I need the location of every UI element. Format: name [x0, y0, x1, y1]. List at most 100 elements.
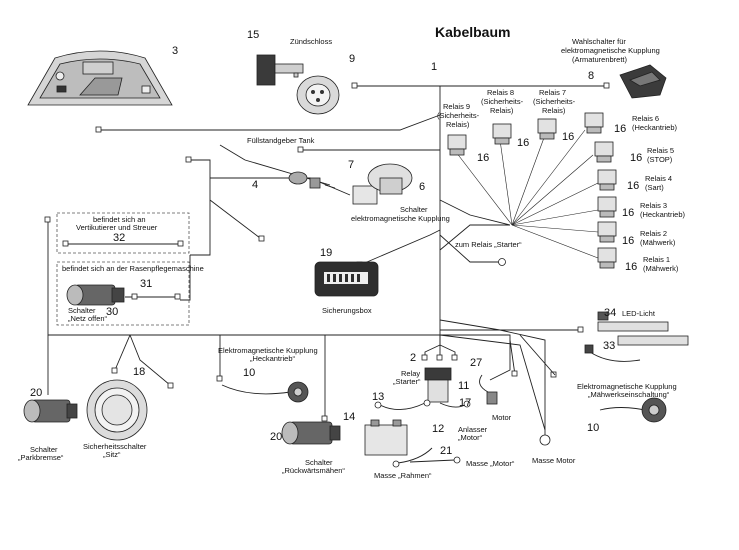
fuse-box	[314, 261, 379, 297]
relay-9	[447, 134, 467, 156]
relay-3	[597, 196, 617, 218]
callout-8: 8	[588, 70, 594, 82]
callout-15: 15	[247, 29, 259, 41]
label-rueck-2: „Rückwärtsmähen“	[282, 466, 345, 475]
label-relais3-2: (Heckantrieb)	[640, 210, 686, 219]
seat-safety-switch	[86, 379, 148, 441]
label-park-1: Schalter	[30, 445, 58, 454]
clutch-switch	[352, 163, 413, 205]
label-emk-heck-1: Elektromagnetische Kupplung	[218, 346, 318, 355]
label-motor: Motor	[492, 413, 512, 422]
callout-16-relais2: 16	[622, 235, 634, 247]
callout-18: 18	[133, 366, 145, 378]
label-relay-starter-2: „Starter“	[393, 377, 421, 386]
label-masse-motor-1: Masse „Motor“	[466, 459, 515, 468]
fuel-level-sensor	[219, 144, 336, 189]
callout-34: 34	[604, 307, 616, 319]
callout-13: 13	[372, 391, 384, 403]
label-masse-rahmen: Masse „Rahmen“	[374, 471, 432, 480]
callout-4: 4	[252, 179, 258, 191]
relay-6	[584, 112, 604, 134]
callout-27: 27	[470, 357, 482, 369]
instrument-panel	[27, 50, 173, 106]
label-relais8-2: (Sicherheits-	[481, 97, 524, 106]
label-relais6-1: Relais 6	[632, 114, 659, 123]
callout-16-relais4: 16	[627, 180, 639, 192]
diagram-title: Kabelbaum	[435, 24, 510, 40]
callout-3: 3	[172, 45, 178, 57]
callout-12: 12	[432, 423, 444, 435]
callout-1: 1	[431, 61, 437, 73]
label-relais1-1: Relais 1	[643, 255, 670, 264]
label-relais9-1: Relais 9	[443, 102, 470, 111]
callout-7: 7	[348, 159, 354, 171]
label-wahlschalter-1: Wahlschalter für	[572, 37, 626, 46]
label-relais9-3: Relais)	[446, 120, 470, 129]
label-sicherungsbox: Sicherungsbox	[322, 306, 372, 315]
callout-16-relais9: 16	[477, 152, 489, 164]
net-open-switch	[66, 284, 125, 306]
label-sitz-2: „Sitz“	[103, 450, 121, 459]
relay-1	[597, 247, 617, 269]
callout-10-right: 10	[587, 422, 599, 434]
callout-10-left: 10	[243, 367, 255, 379]
label-verti-1: befindet sich an	[93, 215, 146, 224]
mower-clutch	[599, 397, 667, 423]
led-light	[597, 311, 689, 346]
frame-ground-cable	[392, 447, 433, 468]
battery	[364, 419, 408, 456]
callout-16-relais5: 16	[630, 152, 642, 164]
callout-21: 21	[440, 445, 452, 457]
rear-drive-clutch	[221, 381, 309, 403]
starter-cable-17	[439, 400, 471, 408]
clutch-selector-switch	[619, 64, 667, 99]
relay-2	[597, 221, 617, 243]
label-schalter-kupplung-2: elektromagnetische Kupplung	[351, 214, 450, 223]
relay-7	[537, 118, 557, 140]
callout-16-relais7: 16	[562, 131, 574, 143]
label-verti-2: Vertikutierer und Streuer	[76, 223, 158, 232]
callout-16-relais6: 16	[614, 123, 626, 135]
label-relais-starter: zum Relais „Starter“	[455, 240, 522, 249]
label-relais4-2: (Sart)	[645, 183, 664, 192]
callout-11: 11	[458, 380, 469, 392]
wire-33	[584, 344, 641, 362]
label-relais9-2: (Sicherheits-	[437, 111, 480, 120]
label-wahlschalter-3: (Armaturenbrett)	[572, 55, 628, 64]
callout-30: 30	[106, 306, 118, 318]
label-sitz-1: Sicherheitsschalter	[83, 442, 147, 451]
label-zuendschloss: Zündschloss	[290, 37, 332, 46]
label-relais3-1: Relais 3	[640, 201, 667, 210]
ignition-key	[256, 54, 304, 86]
callout-6: 6	[419, 181, 425, 193]
label-rueck-1: Schalter	[305, 458, 333, 467]
label-relais5-2: (STOP)	[647, 155, 673, 164]
callout-33: 33	[603, 340, 615, 352]
reverse-mowing-switch	[281, 421, 341, 445]
label-netz-2: „Netz offen“	[68, 314, 108, 323]
label-emk-heck-2: „Heckantrieb“	[250, 354, 296, 363]
motor-ground-ring	[539, 385, 551, 446]
label-anlasser-1: Anlasser	[458, 425, 488, 434]
callout-14: 14	[343, 411, 355, 423]
callout-31: 31	[140, 278, 152, 290]
label-schalter-kupplung-1: Schalter	[400, 205, 428, 214]
callout-20-right: 20	[270, 431, 282, 443]
label-anlasser-2: „Motor“	[458, 433, 483, 442]
callout-16-relais1: 16	[625, 261, 637, 273]
callout-9: 9	[349, 53, 355, 65]
callout-20-left: 20	[30, 387, 42, 399]
label-relais2-1: Relais 2	[640, 229, 667, 238]
relay-5	[594, 141, 614, 163]
callout-17: 17	[459, 397, 471, 409]
label-relais8-3: Relais)	[490, 106, 514, 115]
label-relais7-3: Relais)	[542, 106, 566, 115]
label-emk-maeh-1: Elektromagnetische Kupplung	[577, 382, 677, 391]
callout-16-relais3: 16	[622, 207, 634, 219]
relay-fan-wires	[455, 129, 599, 259]
label-rasen: befindet sich an der Rasenpflegemaschine	[62, 264, 204, 273]
label-netz-1: Schalter	[68, 306, 96, 315]
label-relais7-1: Relais 7	[539, 88, 566, 97]
park-brake-switch	[23, 399, 78, 423]
